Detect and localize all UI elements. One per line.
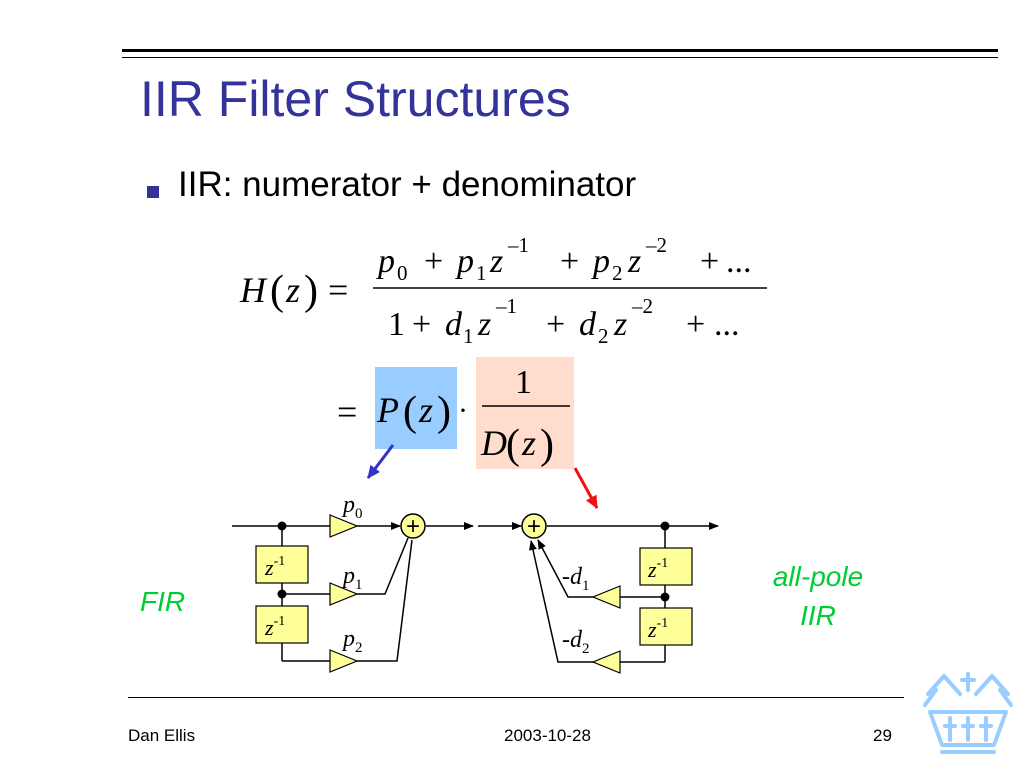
svg-text:–2: –2: [631, 294, 653, 318]
svg-text:z: z: [521, 423, 536, 463]
svg-text:–1: –1: [507, 233, 529, 257]
svg-text:+: +: [700, 243, 719, 280]
svg-text:2: 2: [612, 261, 623, 285]
p-of-z-highlight: [375, 367, 457, 449]
iir-summer: [521, 513, 547, 539]
svg-text:p: p: [455, 243, 474, 280]
footer-date: 2003-10-28: [504, 726, 591, 745]
gain-triangle-d2: [591, 650, 621, 674]
svg-text:z: z: [477, 306, 491, 343]
svg-text:(: (: [506, 422, 520, 468]
svg-text:+: +: [412, 306, 431, 343]
fir-pointer-arrow: [366, 444, 395, 479]
svg-text:2: 2: [598, 324, 609, 348]
svg-text:z: z: [489, 243, 503, 280]
iir-node-1: [660, 592, 670, 602]
svg-text:d: d: [579, 306, 597, 343]
svg-text:–2: –2: [645, 233, 667, 257]
svg-text:z: z: [418, 390, 433, 430]
label-d2: -d2: [562, 627, 590, 657]
svg-text:): ): [437, 389, 451, 435]
svg-text:z: z: [627, 243, 641, 280]
eq-D: D: [480, 423, 507, 463]
svg-text:z-1: z-1: [264, 554, 285, 580]
svg-text:(: (: [403, 389, 417, 435]
svg-text:...: ...: [714, 306, 740, 343]
fir-node-1: [277, 589, 287, 599]
transfer-function-equation: H ( z ) = p 0 + p 1 z –1 + p 2 z –2 + ..…: [239, 233, 767, 469]
fir-delay-box-2: [255, 605, 309, 644]
svg-text:...: ...: [726, 243, 752, 280]
gain-triangle-d1: [591, 585, 621, 609]
svg-text:1: 1: [388, 306, 405, 343]
fir-label: FIR: [140, 586, 185, 617]
fir-node-0: [277, 521, 287, 531]
header-rule-thin: [122, 57, 998, 58]
eq-P: P: [376, 390, 399, 430]
label-p2: p2: [341, 626, 363, 656]
gain-triangle-p0: [329, 514, 359, 538]
eq-dot: ·: [458, 394, 468, 427]
label-d1: -d1: [562, 564, 590, 594]
iir-delay-box-2: [639, 607, 693, 646]
svg-text:=: =: [337, 392, 357, 432]
svg-text:z-1: z-1: [647, 556, 668, 582]
svg-text:z-1: z-1: [647, 616, 668, 642]
svg-text:–1: –1: [495, 294, 517, 318]
svg-text:z: z: [285, 270, 300, 310]
svg-text:1: 1: [463, 324, 474, 348]
footer-page-number: 29: [873, 726, 892, 745]
svg-text:1: 1: [515, 364, 532, 401]
footer-rule: [128, 697, 904, 698]
svg-text:): ): [304, 268, 318, 314]
iir-delay-box-1: [639, 547, 693, 586]
svg-text:+: +: [686, 306, 705, 343]
label-p0: p0: [341, 492, 363, 522]
iir-label-line1: all-pole: [773, 561, 863, 592]
svg-text:+: +: [546, 306, 565, 343]
eq-numerator: p 0 + p 1 z –1 + p 2 z –2 + ...: [376, 233, 752, 285]
svg-text:d: d: [445, 306, 463, 343]
label-p1: p1: [341, 563, 363, 593]
slide-title: IIR Filter Structures: [140, 71, 571, 127]
svg-text:z: z: [613, 306, 627, 343]
svg-text:z-1: z-1: [264, 614, 285, 640]
iir-pointer-arrow: [573, 467, 599, 509]
iir-label-line2: IIR: [800, 600, 836, 631]
d-of-z-highlight: [476, 357, 574, 469]
header-rule-thick: [122, 49, 998, 52]
footer-author: Dan Ellis: [128, 726, 196, 745]
svg-text:1: 1: [476, 261, 487, 285]
svg-text:+: +: [406, 513, 420, 540]
svg-text:p: p: [376, 243, 395, 280]
svg-text:p: p: [591, 243, 610, 280]
university-crest-logo: [923, 672, 1013, 754]
bullet-marker: [147, 186, 159, 198]
svg-text:0: 0: [397, 261, 408, 285]
gain-triangle-p2: [329, 649, 359, 673]
iir-node-0: [660, 521, 670, 531]
bullet-text: IIR: numerator + denominator: [178, 165, 637, 204]
eq-denominator: 1 + d 1 z –1 + d 2 z –2 + ...: [388, 294, 740, 348]
eq-paren: (: [270, 268, 284, 314]
svg-text:+: +: [527, 513, 541, 540]
eq-equals: =: [328, 270, 348, 310]
fir-summer: [400, 513, 426, 539]
fir-structure: [232, 522, 474, 662]
eq-H: H: [239, 270, 268, 310]
gain-triangle-p1: [329, 582, 359, 606]
svg-text:+: +: [560, 243, 579, 280]
fir-delay-box-1: [255, 545, 309, 584]
svg-text:): ): [540, 422, 554, 468]
svg-text:+: +: [424, 243, 443, 280]
